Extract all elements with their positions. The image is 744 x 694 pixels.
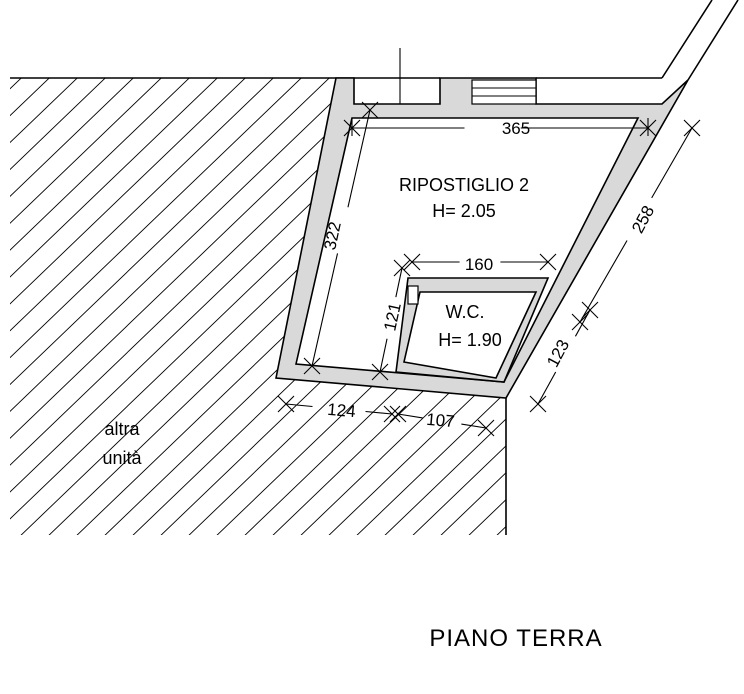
dimension-line — [311, 253, 339, 367]
dim-top-width: 365 — [502, 119, 530, 138]
hatch-line — [267, 78, 506, 535]
hatch-line — [71, 78, 506, 535]
wc-door-jamb — [407, 285, 419, 305]
hatch-line — [660, 60, 744, 540]
hatch-line — [604, 60, 744, 540]
hatch-line — [10, 78, 265, 535]
dimension-tick — [529, 395, 547, 413]
hatch-line — [295, 78, 506, 535]
dimension-tick — [477, 419, 495, 437]
hatch-line — [10, 78, 293, 535]
hatch-line — [10, 78, 433, 535]
hatch-line — [10, 78, 377, 535]
hatch-line — [351, 78, 506, 535]
hatch-line — [10, 78, 461, 535]
dim-right-lower: 123 — [543, 336, 573, 370]
hatch-line — [10, 78, 209, 535]
other-unit-label-line1: altra — [104, 419, 140, 439]
dimension-tick — [571, 313, 589, 331]
dimension-tick — [683, 119, 701, 137]
dimension-line — [574, 309, 591, 337]
hatch-line — [576, 60, 744, 540]
wc-name: W.C. — [446, 302, 485, 322]
room-height: H= 2.05 — [432, 201, 496, 221]
dimension-line — [285, 403, 313, 408]
hatch-line — [407, 78, 506, 535]
window — [471, 79, 537, 105]
hatch-line — [15, 78, 506, 535]
other-unit-label-line2: unità — [102, 448, 142, 468]
dimension-tick — [371, 363, 389, 381]
hatch-line — [10, 78, 153, 535]
dim-wc-top: 160 — [465, 255, 493, 274]
dim-bottom-left: 124 — [327, 400, 357, 421]
dimension-tick — [581, 301, 599, 319]
hatch-line — [10, 78, 181, 535]
dimension-line — [651, 127, 693, 199]
dimension-tick — [277, 395, 295, 413]
hatch-line — [10, 78, 13, 535]
hatch-line — [239, 78, 506, 535]
wc-walls — [395, 277, 550, 383]
dimension-tick — [393, 259, 411, 277]
dimension-line — [461, 423, 487, 429]
dimension-line — [537, 371, 557, 405]
hatch-line — [10, 78, 349, 535]
hatch-line — [435, 78, 506, 535]
hatch-line — [10, 78, 405, 535]
hatch-line — [10, 78, 41, 535]
diagonal-outer-line-2 — [687, 0, 739, 81]
wc-height: H= 1.90 — [438, 330, 502, 350]
floor-title: PIANO TERRA — [429, 625, 602, 652]
dimension-line — [379, 338, 388, 373]
dimension-line — [365, 410, 393, 415]
dimension-tick — [303, 357, 321, 375]
dimension-tick — [403, 253, 421, 271]
hatch-line — [10, 78, 97, 535]
dimension-tick — [389, 405, 407, 423]
dimension-line — [397, 413, 423, 419]
dimension-tick — [361, 101, 379, 119]
hatch-line — [379, 78, 506, 535]
hatch-line — [10, 78, 321, 535]
room-name: RIPOSTIGLIO 2 — [399, 175, 529, 195]
hatch-line — [10, 78, 125, 535]
dimension-line — [395, 267, 403, 298]
dimension-tick — [539, 253, 557, 271]
dimension-line — [347, 109, 371, 208]
dim-bottom-right: 107 — [426, 410, 456, 431]
hatch-line — [10, 78, 237, 535]
dimension-tick — [383, 405, 401, 423]
hatch-line — [716, 60, 744, 540]
hatch-line — [10, 78, 69, 535]
dim-right-side: 258 — [628, 202, 658, 236]
diagonal-outer-line-1 — [661, 0, 713, 79]
hatch-line — [323, 78, 506, 535]
hatch-line — [183, 78, 506, 535]
dimension-lines — [277, 101, 701, 437]
